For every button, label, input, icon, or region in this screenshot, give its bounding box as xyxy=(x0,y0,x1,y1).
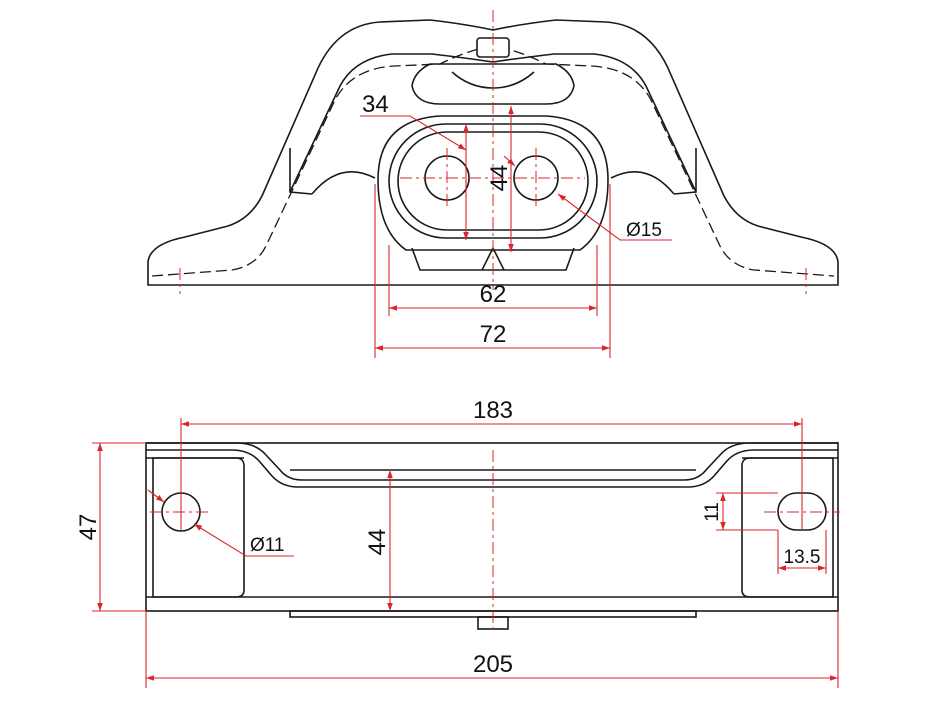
dim-hole-spacing: 34 xyxy=(362,91,389,118)
dim-outer-width: 72 xyxy=(480,321,507,348)
dim-mount-hole: Ø11 xyxy=(250,535,285,556)
dim-hole-span: 183 xyxy=(473,397,513,424)
dim-overall-length: 205 xyxy=(473,651,513,678)
top-centerlines xyxy=(179,10,807,294)
dim-hole-diameter: Ø15 xyxy=(626,220,662,241)
dim-body-height: 44 xyxy=(364,529,391,556)
dim-overall-height: 47 xyxy=(75,514,102,541)
dim-slot-width: 11 xyxy=(702,502,723,522)
bottom-view: 183 47 Ø11 44 11 13.5 205 xyxy=(75,397,840,688)
dim-slot-length: 13.5 xyxy=(784,547,821,568)
bottom-dimensions xyxy=(92,418,839,688)
top-view: 34 44 Ø15 62 72 xyxy=(147,10,839,358)
top-dimensions xyxy=(360,106,672,358)
dim-height-top: 44 xyxy=(486,165,513,192)
dim-inner-width: 62 xyxy=(480,281,507,308)
bracket-outline xyxy=(147,19,839,286)
